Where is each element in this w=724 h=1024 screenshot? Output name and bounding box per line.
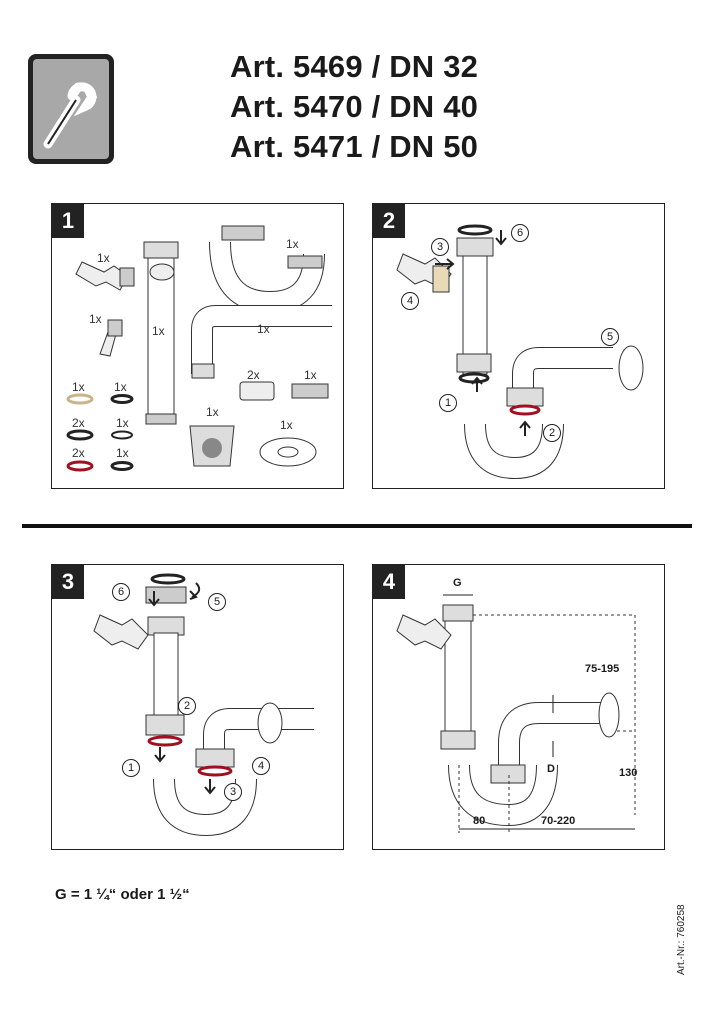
panel-number: 4 xyxy=(373,565,405,599)
panel-3-assembly: 3 1 2 3 4 5 6 xyxy=(51,564,344,850)
assembly-step-2-illustration xyxy=(396,224,644,480)
dimension-80: 80 xyxy=(473,815,486,827)
wrench-icon xyxy=(26,52,116,166)
step-marker: 6 xyxy=(511,224,529,242)
qty-label: 1x xyxy=(97,251,110,265)
qty-label: 1x xyxy=(152,324,165,338)
qty-label: 2x xyxy=(72,446,85,460)
dimension-70-220: 70-220 xyxy=(541,815,576,827)
panel-2-assembly: 2 1 2 3 4 5 6 xyxy=(372,203,665,489)
qty-label: 1x xyxy=(280,418,293,432)
dimension-g: G xyxy=(453,577,462,589)
panel-number: 3 xyxy=(52,565,84,599)
dimension-height: 75-195 xyxy=(585,663,620,675)
step-marker: 5 xyxy=(208,593,226,611)
qty-label: 1x xyxy=(116,416,129,430)
qty-label: 2x xyxy=(247,368,260,382)
title-line-1: Art. 5469 / DN 32 xyxy=(230,49,479,84)
title-line-3: Art. 5471 / DN 50 xyxy=(230,129,479,164)
parts-illustration xyxy=(66,225,332,472)
step-marker: 3 xyxy=(431,238,449,256)
qty-label: 1x xyxy=(206,405,219,419)
panel-4-dimensions: 4 G 75-195 D 130 80 70-220 xyxy=(372,564,665,850)
step-marker: 1 xyxy=(439,394,457,412)
step-marker: 4 xyxy=(252,757,270,775)
dimension-d: D xyxy=(547,763,555,775)
panel-number: 2 xyxy=(373,204,405,238)
qty-label: 1x xyxy=(72,380,85,394)
section-divider xyxy=(22,524,692,528)
step-marker: 2 xyxy=(178,697,196,715)
qty-label: 1x xyxy=(304,368,317,382)
article-number: Art.-Nr.: 760258 xyxy=(676,904,687,975)
qty-label: 1x xyxy=(116,446,129,460)
qty-label: 1x xyxy=(114,380,127,394)
step-marker: 3 xyxy=(224,783,242,801)
dimension-130: 130 xyxy=(619,767,638,779)
panel-number: 1 xyxy=(52,204,84,238)
qty-label: 2x xyxy=(72,416,85,430)
thread-size-note: G = 1 ¼“ oder 1 ½“ xyxy=(55,886,190,903)
step-marker: 2 xyxy=(543,424,561,442)
qty-label: 1x xyxy=(286,237,299,251)
step-marker: 1 xyxy=(122,759,140,777)
qty-label: 1x xyxy=(257,322,270,336)
title-line-2: Art. 5470 / DN 40 xyxy=(230,89,479,124)
step-marker: 4 xyxy=(401,292,419,310)
panel-1-parts: 1 1x 1x xyxy=(51,203,344,489)
step-marker: 5 xyxy=(601,328,619,346)
assembly-step-3-illustration xyxy=(93,573,314,837)
dimension-drawing xyxy=(396,594,636,833)
qty-label: 1x xyxy=(89,312,102,326)
step-marker: 6 xyxy=(112,583,130,601)
